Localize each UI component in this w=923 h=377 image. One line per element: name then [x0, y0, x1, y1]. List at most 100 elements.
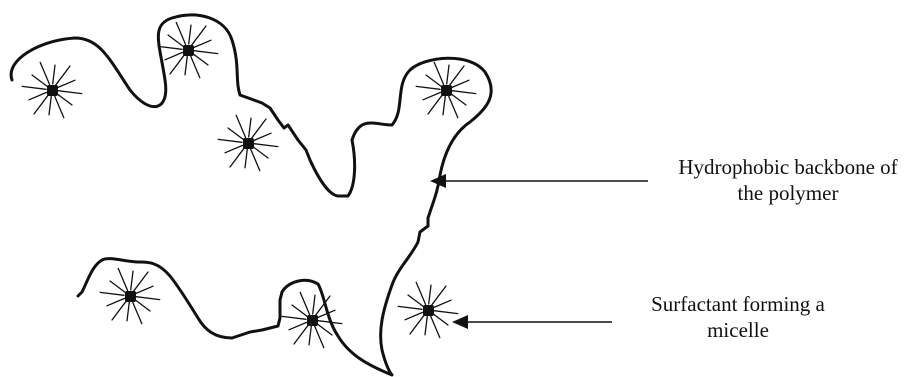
surfactant-tail: [415, 281, 427, 306]
surfactant-tail: [192, 52, 209, 66]
surfactant-tail: [316, 322, 333, 336]
micelle-rays: [21, 61, 83, 119]
surfactant-tail: [433, 310, 459, 315]
surfactant-tail: [252, 145, 269, 159]
surfactant-tail: [313, 324, 325, 349]
surfactant-tail: [397, 305, 423, 310]
surfactant-tail: [450, 79, 470, 89]
micelle-rays: [415, 61, 477, 119]
label-surfactant-line2: micelle: [707, 318, 769, 342]
surfactant-tail: [249, 147, 261, 172]
surfactant-tail: [21, 85, 47, 90]
surfactant-tail: [250, 118, 267, 139]
micelle-center-lower: [281, 291, 343, 349]
surfactant-tail: [56, 92, 73, 106]
micelle-right-upper: [415, 61, 477, 119]
surfactant-tail: [193, 50, 219, 55]
surfactant-tail: [424, 315, 428, 336]
micelle-center-upper: [217, 114, 279, 172]
surfactant-tail: [134, 298, 151, 312]
surfactant-tail: [134, 285, 154, 295]
surfactant-tail: [409, 314, 426, 335]
micelle-rays: [397, 281, 459, 339]
surfactant-tail: [447, 94, 459, 119]
surfactant-tail: [57, 90, 83, 95]
surfactant-tail: [288, 321, 308, 331]
surfactant-tail: [54, 65, 71, 86]
surfactant-tail: [217, 138, 243, 143]
surfactant-tail: [33, 94, 50, 115]
arrow-surfactant: [452, 315, 612, 329]
surfactant-tail: [106, 297, 126, 307]
surfactant-tail: [433, 61, 445, 86]
surfactant-tail: [31, 74, 48, 88]
surfactant-tail: [48, 95, 52, 116]
micelle-rays: [217, 114, 279, 172]
surfactant-tail: [314, 295, 331, 316]
surfactant-tail: [39, 61, 51, 86]
surfactant-tail: [229, 147, 246, 168]
label-hydrophobic-backbone: Hydrophobic backbone of the polymer: [656, 154, 920, 206]
surfactant-tail: [312, 294, 316, 315]
surfactant-tail: [56, 79, 76, 89]
surfactant-tail: [188, 24, 192, 45]
label-surfactant-micelle: Surfactant forming a micelle: [628, 291, 848, 343]
surfactant-tail: [117, 267, 129, 292]
surfactant-tail: [308, 325, 312, 346]
surfactant-tail: [167, 34, 184, 48]
micelle-free: [397, 281, 459, 339]
surfactant-tail: [427, 94, 444, 115]
surfactant-tail: [131, 300, 143, 325]
surfactant-tail: [317, 320, 343, 325]
micelle-left-upper: [21, 61, 83, 119]
surfactant-tail: [169, 54, 186, 75]
surfactant-tail: [190, 25, 207, 46]
micelle-top: [157, 21, 219, 79]
surfactant-tail: [252, 132, 272, 142]
polymer-backbone-lower: [76, 224, 430, 377]
label-backbone-line2: the polymer: [737, 181, 839, 205]
surfactant-tail: [109, 280, 126, 294]
surfactant-tail: [53, 94, 65, 119]
surfactant-tail: [432, 312, 449, 326]
surfactant-tail: [432, 299, 452, 309]
surfactant-tail: [192, 39, 212, 49]
surfactant-tail: [429, 314, 441, 339]
label-surfactant-line1: Surfactant forming a: [651, 292, 825, 316]
micelle-rays: [281, 291, 343, 349]
surfactant-tail: [430, 285, 447, 306]
surfactant-tail: [235, 114, 247, 139]
surfactant-tail: [164, 51, 184, 61]
surfactant-tail: [132, 271, 149, 292]
surfactant-tail: [111, 300, 128, 321]
surfactant-tail: [407, 294, 424, 308]
surfactant-tail: [126, 301, 130, 322]
surfactant-tail: [244, 148, 248, 169]
surfactant-tail: [281, 315, 307, 320]
surfactant-tail: [316, 309, 336, 319]
surfactant-tail: [224, 144, 244, 154]
surfactant-tail: [248, 117, 252, 138]
micelle-rays: [157, 21, 219, 79]
surfactant-tail: [450, 92, 467, 106]
surfactant-tail: [448, 65, 465, 86]
surfactant-tail: [428, 284, 432, 305]
micelle-rays: [99, 267, 161, 325]
surfactant-tail: [451, 90, 477, 95]
surfactant-tail: [446, 64, 450, 85]
surfactant-tail: [425, 74, 442, 88]
micelle-left-lower: [99, 267, 161, 325]
surfactant-tail: [157, 45, 183, 50]
surfactant-tail: [130, 270, 134, 291]
surfactant-tail: [135, 296, 161, 301]
label-backbone-line1: Hydrophobic backbone of: [678, 155, 898, 179]
surfactant-tail: [189, 54, 201, 79]
surfactant-tail: [442, 95, 446, 116]
surfactant-tail: [184, 55, 188, 76]
polymer-backbone-upper: [9, 13, 493, 228]
arrow-backbone: [430, 174, 648, 188]
surfactant-tail: [253, 143, 279, 148]
surfactant-tail: [227, 127, 244, 141]
surfactant-tail: [99, 291, 125, 296]
